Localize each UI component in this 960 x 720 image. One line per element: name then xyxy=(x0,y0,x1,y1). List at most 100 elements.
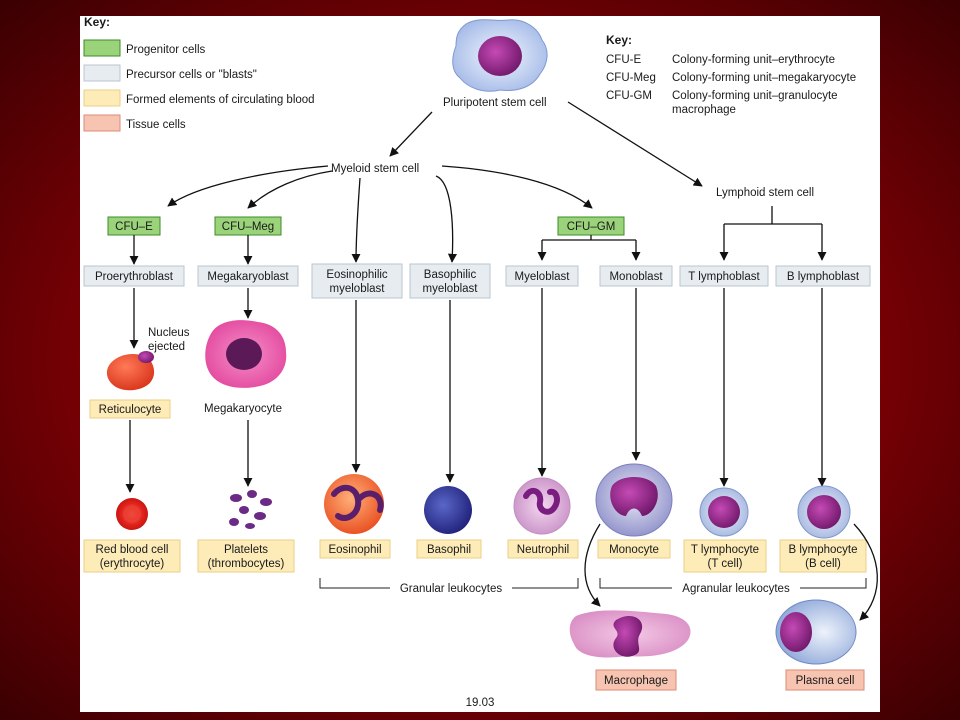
stem-cell-nucleus xyxy=(478,36,522,76)
key-tissue-swatch xyxy=(83,114,121,132)
arrow-myeloid-baso xyxy=(435,175,457,263)
neutrophil-box xyxy=(507,539,579,559)
t-lymphocyte-nucleus xyxy=(708,496,740,528)
t-lymph-label-1: T lymphocyte xyxy=(691,544,759,556)
rbc-box xyxy=(83,539,181,573)
key-legend-left: Key: Progenitor cells Precursor cells or… xyxy=(83,16,315,132)
arrow-myeloid-eos xyxy=(351,177,361,263)
b-lymphoblast-label: B lymphoblast xyxy=(787,271,860,283)
agranular-leukocytes-bracket: Agranular leukocytes xyxy=(599,578,867,595)
key-right-title: Key: xyxy=(606,33,632,47)
proerythroblast-box xyxy=(83,265,185,287)
b-lymph-label-2: (B cell) xyxy=(805,558,841,570)
arrow-myeloid-cfugm xyxy=(441,165,593,209)
basophilic-label-1: Basophilic xyxy=(424,269,477,281)
eosinophil-cell xyxy=(324,474,384,534)
megakaryocyte-label: Megakaryocyte xyxy=(204,403,282,415)
megakaryoblast-label: Megakaryoblast xyxy=(207,271,289,283)
myeloblast-box xyxy=(505,265,579,287)
platelets-box xyxy=(197,539,295,573)
macrophage-nucleus xyxy=(613,615,643,657)
key-cfugm-def-2: macrophage xyxy=(672,104,736,116)
key-formed-label: Formed elements of circulating blood xyxy=(126,94,315,106)
key-progenitor-swatch xyxy=(83,39,121,57)
platelets-label-1: Platelets xyxy=(224,544,268,556)
arrow-to-myeloid xyxy=(389,111,433,157)
pluripotent-label: Pluripotent stem cell xyxy=(443,97,547,109)
diagram-slide: Key: Progenitor cells Precursor cells or… xyxy=(80,16,880,712)
figure-number: 19.03 xyxy=(466,697,495,709)
lymphoid-stem-label: Lymphoid stem cell xyxy=(716,187,814,199)
basophilic-label-2: myeloblast xyxy=(423,283,479,295)
cfugm-branch-lines xyxy=(542,235,636,241)
monoblast-box xyxy=(599,265,673,287)
pluripotent-stem-cell xyxy=(452,19,548,92)
cfumeg-label: CFU–Meg xyxy=(222,221,274,233)
arrow-mono-macrophage xyxy=(584,523,601,607)
reticulocyte-label: Reticulocyte xyxy=(99,404,162,416)
monocyte-box xyxy=(597,539,671,559)
nucleus-label-1: Nucleus xyxy=(148,327,190,339)
basophilic-myeloblast-box xyxy=(409,263,491,299)
b-lymphoblast-box xyxy=(775,265,871,287)
basophil-label: Basophil xyxy=(427,544,471,556)
cfue-label: CFU–E xyxy=(115,221,153,233)
ejected-nucleus xyxy=(138,351,154,363)
key-precursor-label: Precursor cells or "blasts" xyxy=(126,69,257,81)
plasma-cell-nucleus xyxy=(780,612,812,652)
key-tissue-label: Tissue cells xyxy=(126,119,186,131)
plasma-cell-box xyxy=(785,669,865,691)
monoblast-label: Monoblast xyxy=(609,271,663,283)
lymphoid-branch-lines xyxy=(724,206,822,225)
arrow-to-lymphoid xyxy=(567,101,703,187)
eosinophil-nucleus xyxy=(331,484,384,521)
cfugm-label: CFU–GM xyxy=(567,221,616,233)
granular-label: Granular leukocytes xyxy=(400,583,503,595)
eosinophilic-label-2: myeloblast xyxy=(330,283,386,295)
t-lymphoblast-label: T lymphoblast xyxy=(688,271,760,283)
t-lymph-label-2: (T cell) xyxy=(708,558,743,570)
b-lymph-label-1: B lymphocyte xyxy=(788,544,857,556)
basophil-cell xyxy=(424,486,472,534)
macrophage-label: Macrophage xyxy=(604,675,668,687)
key-cfumeg-abbr: CFU-Meg xyxy=(606,72,656,84)
platelets-cluster xyxy=(229,490,272,529)
agranular-label: Agranular leukocytes xyxy=(682,583,790,595)
key-cfue-def: Colony-forming unit–erythrocyte xyxy=(672,54,835,66)
nucleus-label-2: ejected xyxy=(148,341,185,353)
megakaryocyte-nucleus xyxy=(226,338,262,370)
neutrophil-label: Neutrophil xyxy=(517,544,569,556)
key-left-title: Key: xyxy=(84,16,110,29)
key-cfumeg-def: Colony-forming unit–megakaryocyte xyxy=(672,72,856,84)
arrow-bcell-plasma xyxy=(853,523,878,621)
key-progenitor-label: Progenitor cells xyxy=(126,44,206,56)
rbc-label-1: Red blood cell xyxy=(96,544,169,556)
eosinophilic-label-1: Eosinophilic xyxy=(326,269,388,281)
plasma-cell-label: Plasma cell xyxy=(796,675,855,687)
t-lymphoblast-box xyxy=(679,265,769,287)
hematopoiesis-diagram: Key: Progenitor cells Precursor cells or… xyxy=(83,16,878,709)
reticulocyte-cell xyxy=(106,354,155,391)
key-cfue-abbr: CFU-E xyxy=(606,54,641,66)
granular-leukocytes-bracket: Granular leukocytes xyxy=(319,578,579,595)
basophil-box xyxy=(416,539,482,559)
arrow-myeloid-cfumeg xyxy=(247,170,333,209)
megakaryoblast-box xyxy=(197,265,299,287)
key-cfugm-def: Colony-forming unit–granulocyte xyxy=(672,90,838,102)
rbc-label-2: (erythrocyte) xyxy=(100,558,165,570)
t-lymphocyte-box xyxy=(683,539,767,573)
reticulocyte-box xyxy=(89,399,171,419)
monocyte-nucleus xyxy=(610,477,658,516)
neutrophil-nucleus xyxy=(523,487,560,515)
macrophage-box xyxy=(595,669,677,691)
myeloid-stem-label: Myeloid stem cell xyxy=(331,163,419,175)
key-formed-swatch xyxy=(83,89,121,107)
eosinophilic-myeloblast-box xyxy=(311,263,403,299)
myeloblast-label: Myeloblast xyxy=(515,271,571,283)
monocyte-label: Monocyte xyxy=(609,544,659,556)
eosinophil-label: Eosinophil xyxy=(328,544,381,556)
key-precursor-swatch xyxy=(83,64,121,82)
eosinophil-box xyxy=(319,539,391,559)
key-cfugm-abbr: CFU-GM xyxy=(606,90,652,102)
proerythroblast-label: Proerythroblast xyxy=(95,271,174,283)
